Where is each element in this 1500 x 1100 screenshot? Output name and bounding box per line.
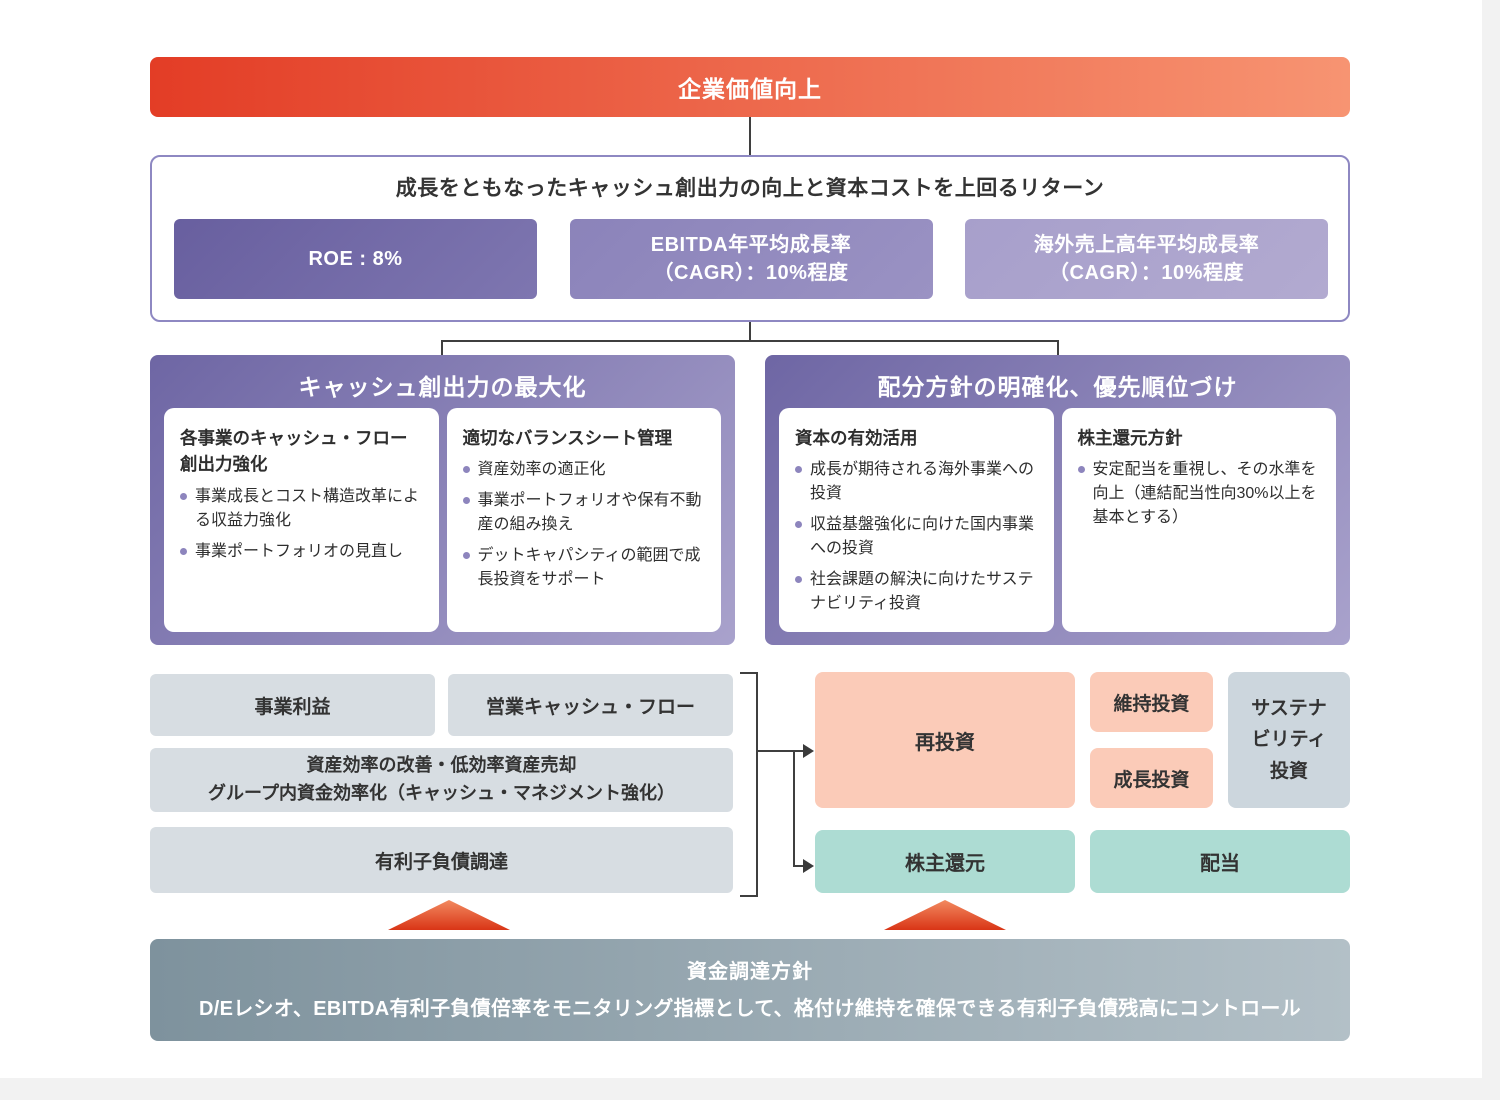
panel-cash-generation: キャッシュ創出力の最大化 各事業のキャッシュ・フロー創出力強化 事業成長とコスト…: [150, 355, 735, 645]
page-edge-bottom: [0, 1078, 1500, 1100]
card-title: 適切なバランスシート管理: [462, 428, 673, 448]
box-operating-profit: 事業利益: [150, 674, 435, 736]
kpi-section: 成長をともなったキャッシュ創出力の向上と資本コストを上回るリターン ROE : …: [150, 155, 1350, 322]
kpi-ebitda-cagr: EBITDA年平均成長率 （CAGR）：10%程度: [569, 219, 933, 299]
panel-allocation-policy-title: 配分方針の明確化、優先順位づけ: [877, 374, 1238, 400]
arrow-line-to-shareholder-return: [793, 865, 805, 867]
page-edge-right: [1482, 0, 1500, 1100]
card-title: 各事業のキャッシュ・フロー創出力強化: [180, 428, 408, 475]
card-capital-utilization: 資本の有効活用 成長が期待される海外事業への投資 収益基盤強化に向けた国内事業へ…: [779, 408, 1054, 632]
box-dividend: 配当: [1090, 830, 1350, 893]
up-triangle-icon: [884, 900, 1006, 930]
bullet-item: 資産効率の適正化: [462, 458, 706, 482]
card-balance-sheet: 適切なバランスシート管理 資産効率の適正化 事業ポートフォリオや保有不動産の組み…: [446, 408, 721, 632]
card-shareholder-return-policy: 株主還元方針 安定配当を重視し、その水準を向上（連結配当性向30%以上を基本とす…: [1061, 408, 1336, 632]
bullet-item: 安定配当を重視し、その水準を向上（連結配当性向30%以上を基本とする）: [1077, 458, 1321, 530]
up-triangle-icon: [388, 900, 510, 930]
card-title: 株主還元方針: [1077, 428, 1183, 448]
connector-branch-horizontal: [441, 340, 1059, 342]
card-business-cash-flow: 各事業のキャッシュ・フロー創出力強化 事業成長とコスト構造改革による収益力強化 …: [164, 408, 439, 632]
bullet-item: 成長が期待される海外事業への投資: [795, 458, 1038, 506]
connector-drop-left: [441, 340, 443, 356]
corporate-value-banner: 企業価値向上: [150, 57, 1350, 117]
bullet-item: デットキャパシティの範囲で成長投資をサポート: [462, 544, 706, 592]
funding-policy-body: D/Eレシオ、EBITDA有利子負債倍率をモニタリング指標として、格付け維持を確…: [199, 998, 1301, 1020]
arrow-right-icon: [803, 859, 814, 873]
panel-cash-generation-title: キャッシュ創出力の最大化: [298, 374, 587, 400]
arrow-right-icon: [803, 744, 814, 758]
box-shareholder-return: 株主還元: [815, 830, 1075, 893]
panel-allocation-policy-cards: 資本の有効活用 成長が期待される海外事業への投資 収益基盤強化に向けた国内事業へ…: [779, 408, 1336, 632]
kpi-row: ROE : 8% EBITDA年平均成長率 （CAGR）：10%程度 海外売上高…: [174, 219, 1328, 299]
kpi-roe: ROE : 8%: [174, 219, 537, 299]
panel-allocation-policy: 配分方針の明確化、優先順位づけ 資本の有効活用 成長が期待される海外事業への投資…: [765, 355, 1350, 645]
bracket-top-stub: [740, 672, 758, 674]
funding-policy-banner: 資金調達方針 D/Eレシオ、EBITDA有利子負債倍率をモニタリング指標として、…: [150, 939, 1350, 1041]
bracket-vertical: [756, 672, 758, 897]
arrow-branch-vertical: [793, 750, 795, 867]
bullet-item: 事業ポートフォリオの見直し: [180, 540, 423, 564]
box-operating-cash-flow: 営業キャッシュ・フロー: [448, 674, 733, 736]
connector-drop-right: [1057, 340, 1059, 356]
box-sustainability-investment: サステナ ビリティ 投資: [1228, 672, 1350, 808]
bullet-item: 事業ポートフォリオや保有不動産の組み換え: [462, 489, 706, 537]
bullet-item: 事業成長とコスト構造改革による収益力強化: [180, 485, 423, 533]
box-growth-investment: 成長投資: [1090, 748, 1213, 808]
connector-line-top: [749, 117, 751, 155]
box-maintenance-investment: 維持投資: [1090, 672, 1213, 732]
box-reinvestment: 再投資: [815, 672, 1075, 808]
connector-stem: [749, 322, 751, 342]
funding-policy-title: 資金調達方針: [687, 961, 813, 983]
box-debt-financing: 有利子負債調達: [150, 827, 733, 893]
kpi-overseas-sales-cagr: 海外売上高年平均成長率 （CAGR）：10%程度: [965, 219, 1328, 299]
panel-cash-generation-cards: 各事業のキャッシュ・フロー創出力強化 事業成長とコスト構造改革による収益力強化 …: [164, 408, 721, 632]
bullet-item: 収益基盤強化に向けた国内事業への投資: [795, 513, 1038, 561]
card-title: 資本の有効活用: [795, 428, 918, 448]
kpi-section-title: 成長をともなったキャッシュ創出力の向上と資本コストを上回るリターン: [395, 177, 1105, 200]
bracket-bottom-stub: [740, 895, 758, 897]
box-asset-efficiency: 資産効率の改善・低効率資産売却 グループ内資金効率化（キャッシュ・マネジメント強…: [150, 748, 733, 812]
arrow-line-to-reinvestment: [757, 750, 805, 752]
bullet-item: 社会課題の解決に向けたサステナビリティ投資: [795, 568, 1038, 616]
